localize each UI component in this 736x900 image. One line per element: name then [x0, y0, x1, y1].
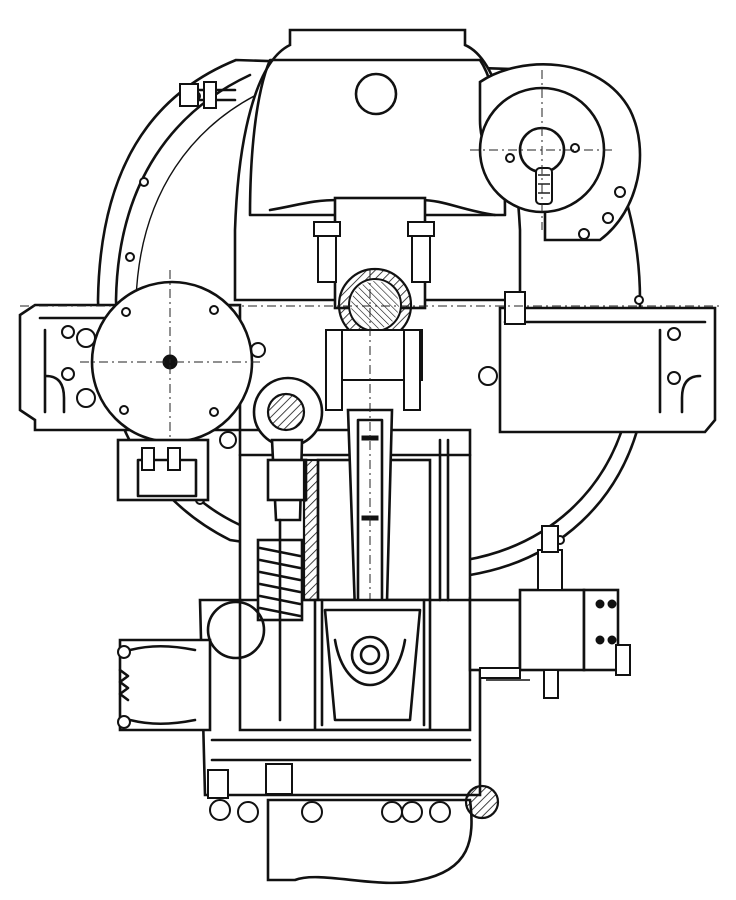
magneto-housing — [470, 63, 642, 242]
fuel-pump — [468, 525, 631, 699]
valve-gear — [252, 376, 324, 722]
inlet-pump — [117, 600, 266, 732]
piston — [313, 598, 432, 732]
generator-disc — [80, 270, 260, 502]
lower-crankcase — [198, 596, 500, 885]
main-bearing — [313, 196, 435, 411]
